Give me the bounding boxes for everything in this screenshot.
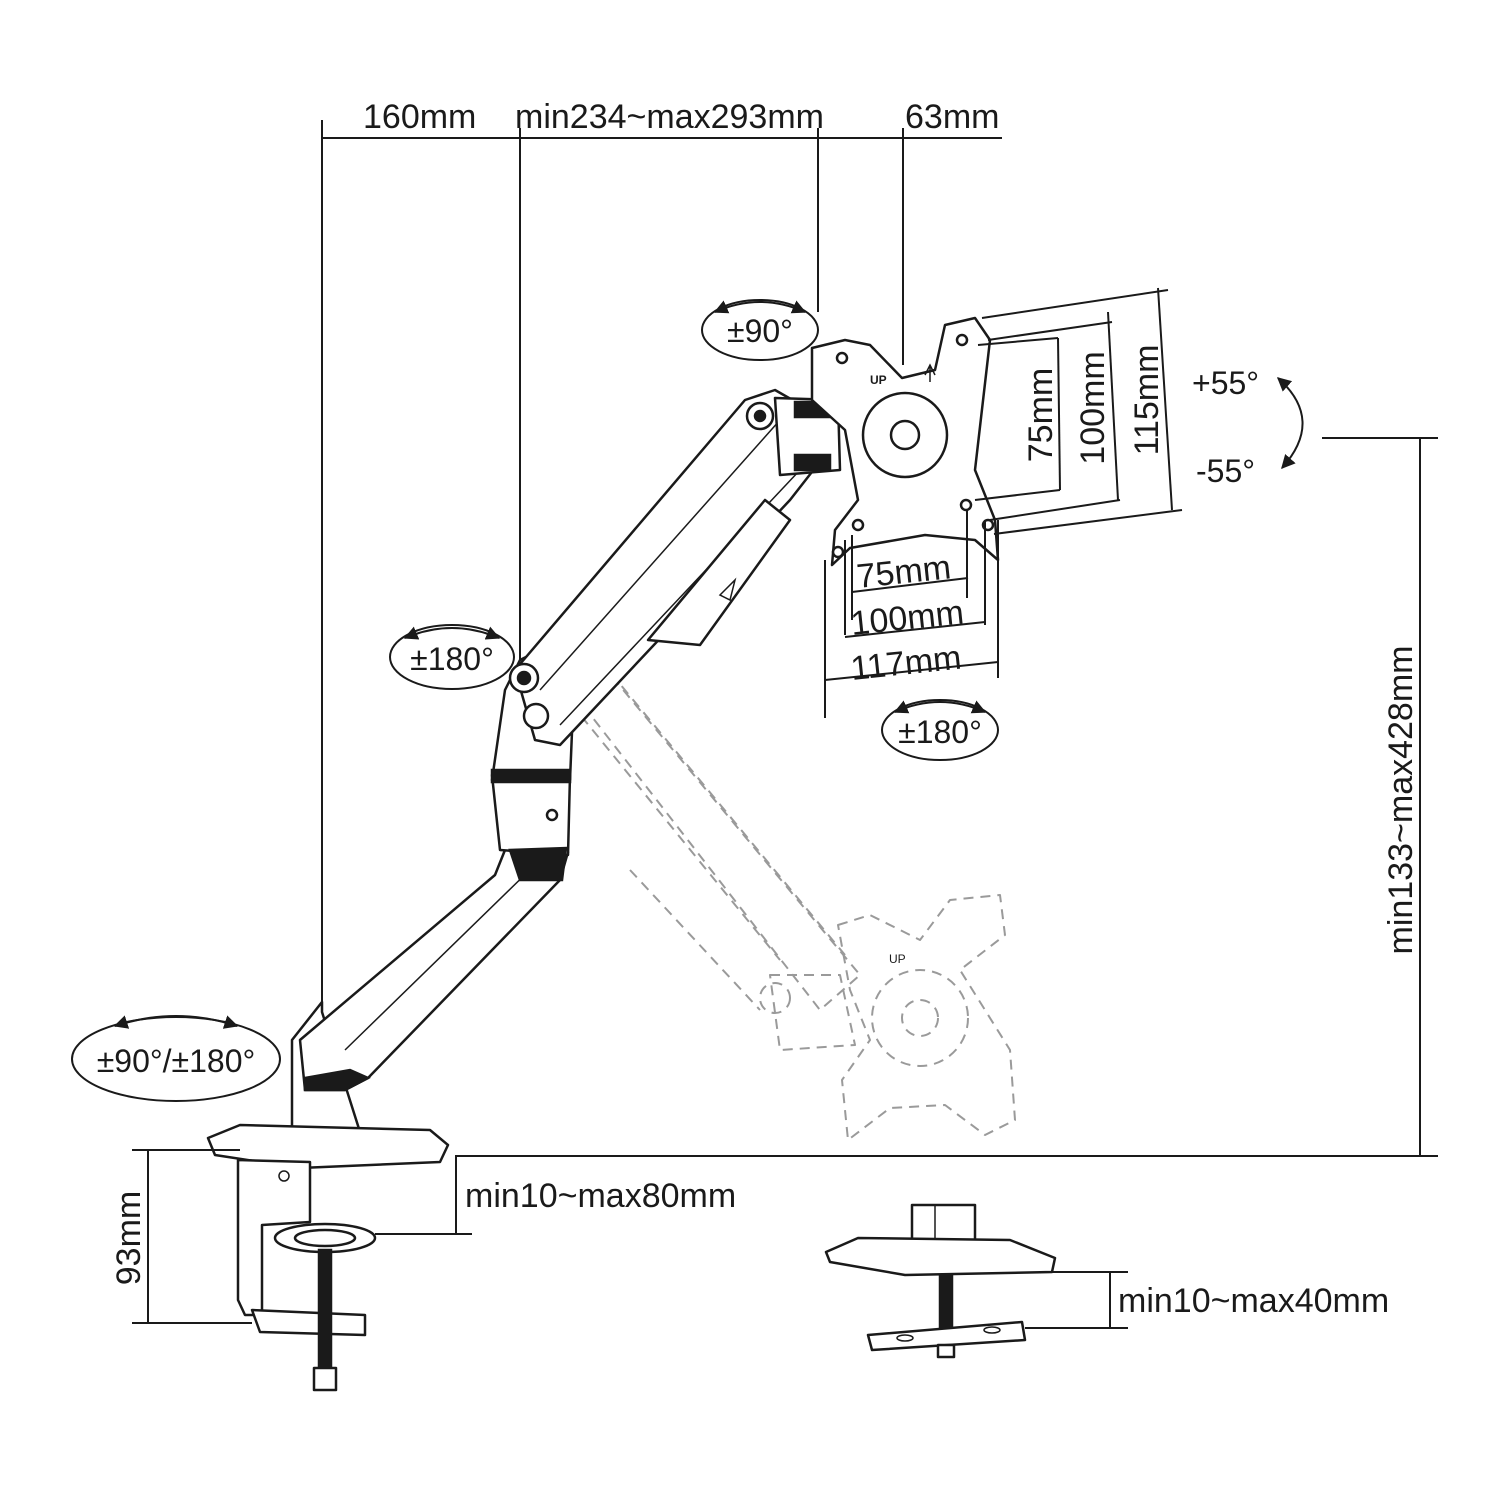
elbow-swivel-badge: ±180° <box>389 624 515 690</box>
badge-ellipse <box>701 299 819 361</box>
rotate-arrows-icon <box>713 300 807 314</box>
top-dimension-group: 160mm min234~max293mm 63mm <box>321 98 1002 1012</box>
height-range-label: min133~max428mm <box>1382 646 1420 955</box>
head-swivel-label: ±90° <box>727 313 793 349</box>
gas-spring-cover <box>646 498 792 647</box>
vesa-hole <box>955 333 969 347</box>
arm-offset-label: 160mm <box>363 98 476 136</box>
clamp-bottom-plate <box>250 1308 367 1337</box>
elbow-screw <box>545 808 559 822</box>
base-swivel-label: ±90°/±180° <box>97 1043 256 1079</box>
vesa-h-117-label: 117mm <box>849 639 963 688</box>
vesa-hole <box>851 518 865 532</box>
up-arrow-icon <box>924 363 936 382</box>
elbow-swivel-label: ±180° <box>410 641 494 677</box>
plate-rotate-label: ±180° <box>898 714 982 750</box>
desk-clamp: 93mm min10~max80mm <box>110 1123 736 1392</box>
tilt-up-label: +55° <box>1192 365 1259 401</box>
vesa-h-100-label: 100mm <box>849 593 966 643</box>
clamp-knob <box>312 1366 338 1392</box>
badge-ellipse <box>389 624 515 690</box>
elbow-housing <box>490 773 572 857</box>
plate-rotate-badge: ±180° <box>881 699 999 761</box>
rotate-arrows-icon <box>403 626 501 640</box>
clamp-body <box>236 1158 312 1317</box>
elbow-lower-accent <box>508 846 568 882</box>
tilt-arrow-icon <box>1276 377 1304 470</box>
vesa-hole <box>835 351 849 365</box>
monitor-arm <box>290 388 842 1134</box>
rotate-arrows-icon <box>893 700 987 714</box>
lower-arm <box>298 848 570 1092</box>
grommet-base <box>824 1236 1057 1277</box>
lower-arm-base-accent <box>303 1068 371 1092</box>
elbow-ring <box>490 768 572 784</box>
plate-offset-label: 63mm <box>905 98 999 136</box>
clamp-base-plate <box>206 1123 450 1170</box>
base-swivel-badge: ±90°/±180° <box>71 1015 281 1102</box>
vesa-v-100-label: 100mm <box>1074 351 1112 464</box>
height-dimension-group: min133~max428mm <box>455 437 1438 1157</box>
vesa-hole <box>959 498 973 512</box>
adjust-arrow-icon <box>718 577 737 602</box>
vesa-h-75-label: 75mm <box>855 548 953 596</box>
upper-arm <box>513 388 817 747</box>
vesa-v-115-label: 115mm <box>1128 345 1166 456</box>
vesa-vertical-dims: 75mm 100mm 115mm <box>974 287 1183 535</box>
grommet-mount: min10~max40mm <box>824 1203 1389 1359</box>
clamp-screw <box>317 1248 333 1370</box>
tilt-indicator: +55° -55° <box>1192 365 1304 489</box>
rotate-arrows-icon <box>113 1015 239 1029</box>
vesa-v-75-label: 75mm <box>1022 368 1060 462</box>
arm-reach-label: min234~max293mm <box>515 98 824 136</box>
ghost-up-label: UP <box>889 952 906 966</box>
grommet-range-label: min10~max40mm <box>1118 1282 1389 1320</box>
lowered-arm-ghost: UP <box>539 649 1016 1141</box>
head-swivel-badge: ±90° <box>701 299 819 361</box>
vesa-plate: UP <box>810 316 1000 567</box>
clamp-height-label: 93mm <box>110 1191 148 1285</box>
grommet-bottom-plate <box>866 1320 1027 1352</box>
vesa-hole <box>831 545 845 559</box>
plate-up-label: UP <box>870 373 887 387</box>
clamp-range-label: min10~max80mm <box>465 1177 736 1215</box>
badge-ellipse <box>881 699 999 761</box>
tilt-down-label: -55° <box>1196 453 1255 489</box>
grommet-bolt <box>938 1273 954 1332</box>
